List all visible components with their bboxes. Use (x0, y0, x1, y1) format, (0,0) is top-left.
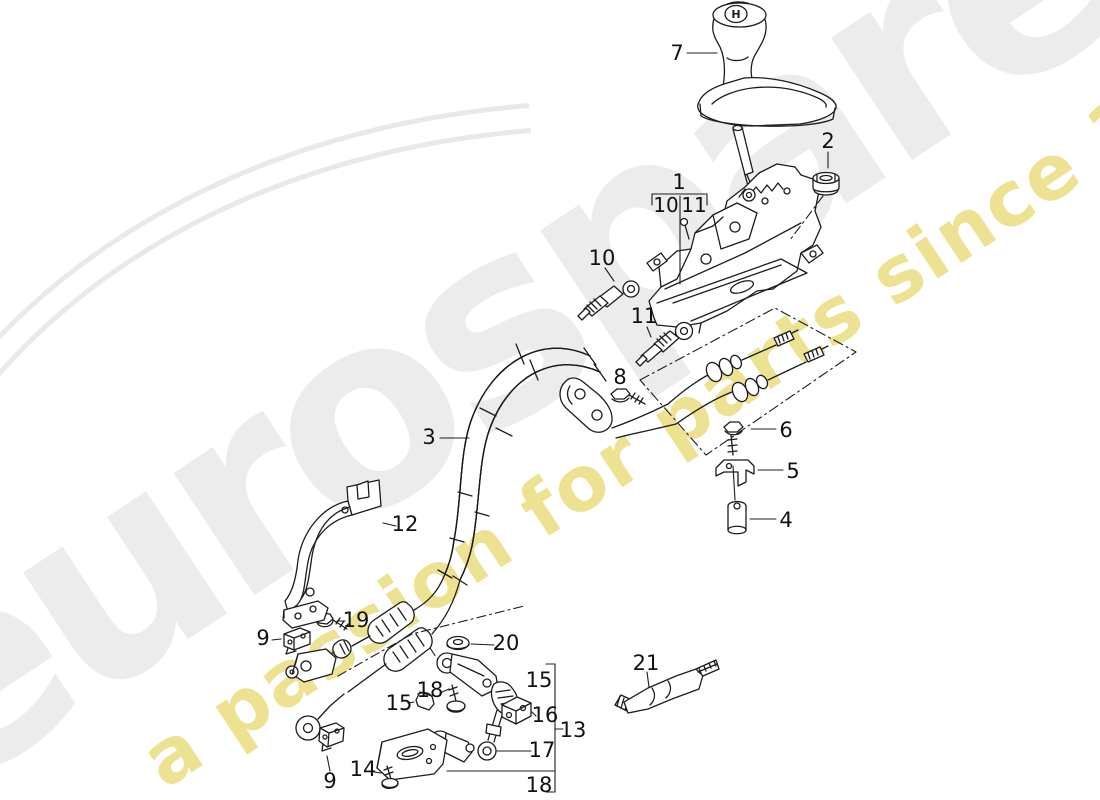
callout-9-upper[interactable]: 9 (256, 626, 269, 650)
bolt-6 (723, 421, 744, 456)
leader-lines (271, 52, 829, 774)
diagram-linework: H (271, 1, 857, 793)
cable-end-fitting-11 (635, 321, 694, 367)
callout-14[interactable]: 14 (350, 757, 377, 781)
callout-labels: 7 2 1 10 11 10 11 8 3 6 5 4 12 19 9 20 2… (256, 41, 834, 797)
shift-cables-right (611, 329, 829, 439)
bolt-14 (381, 765, 399, 790)
callout-1-sub-11[interactable]: 11 (681, 193, 706, 217)
callout-6[interactable]: 6 (779, 418, 792, 442)
callout-11[interactable]: 11 (631, 304, 658, 328)
retaining-clip-upper (283, 627, 311, 655)
callout-5[interactable]: 5 (786, 459, 799, 483)
callout-4[interactable]: 4 (779, 508, 792, 532)
cable-end-fitting-10 (577, 280, 640, 321)
callout-17[interactable]: 17 (529, 738, 556, 762)
knob-boot (696, 76, 837, 127)
shift-pattern-glyph: H (731, 8, 740, 21)
callout-3[interactable]: 3 (422, 425, 435, 449)
cable-end-eyelet (295, 579, 461, 741)
callout-15-left[interactable]: 15 (386, 691, 413, 715)
construction-line (337, 605, 525, 677)
callout-2[interactable]: 2 (821, 129, 834, 153)
clamp-5 (715, 459, 755, 487)
lock-nut (789, 171, 840, 241)
callout-7[interactable]: 7 (670, 41, 683, 65)
callout-15-right[interactable]: 15 (526, 668, 553, 692)
retaining-clip-lower (318, 722, 345, 752)
shifter-housing (646, 163, 824, 338)
washer-20 (446, 635, 470, 651)
callout-8[interactable]: 8 (613, 365, 626, 389)
cable-guide-plate (559, 377, 613, 433)
base-plate (376, 728, 448, 781)
bolt-8 (610, 388, 646, 405)
callout-16[interactable]: 16 (532, 703, 559, 727)
callout-18-right[interactable]: 18 (526, 773, 553, 797)
watermark-swoosh-inner (0, 108, 531, 370)
callout-10[interactable]: 10 (589, 246, 616, 270)
callout-1[interactable]: 1 (672, 170, 685, 194)
bolt-18 (446, 684, 466, 713)
cable-end-lower-left (285, 573, 446, 683)
support-bracket-12 (282, 479, 382, 629)
callout-20[interactable]: 20 (493, 631, 520, 655)
assembly-outline-box (639, 307, 857, 456)
bearing-block-16 (501, 696, 532, 725)
callout-12[interactable]: 12 (392, 512, 419, 536)
callout-13[interactable]: 13 (560, 718, 587, 742)
gear-knob (712, 1, 767, 109)
lever-shaft (732, 124, 754, 188)
grease-tube-21 (614, 659, 720, 714)
bushing-15 (415, 691, 435, 711)
callout-21[interactable]: 21 (633, 651, 660, 675)
callout-1-sub-10[interactable]: 10 (653, 193, 678, 217)
callout-19[interactable]: 19 (343, 608, 370, 632)
callout-9-lower[interactable]: 9 (323, 769, 336, 793)
callout-18-left[interactable]: 18 (417, 678, 444, 702)
bushing-4 (727, 465, 747, 535)
group-bracket-13 (446, 663, 564, 793)
